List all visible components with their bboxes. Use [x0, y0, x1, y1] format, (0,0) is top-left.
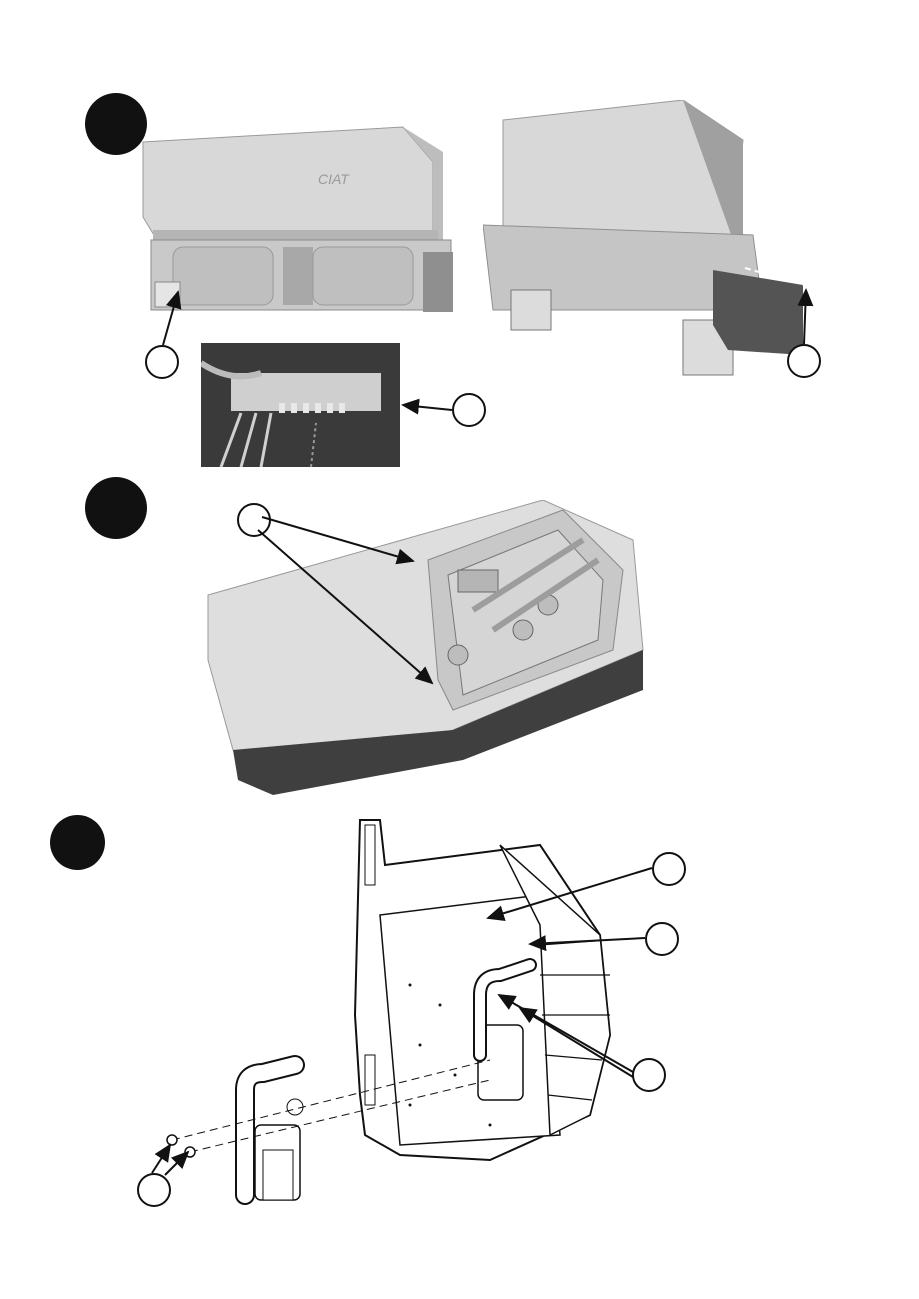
leader-arrows: [0, 0, 919, 1299]
